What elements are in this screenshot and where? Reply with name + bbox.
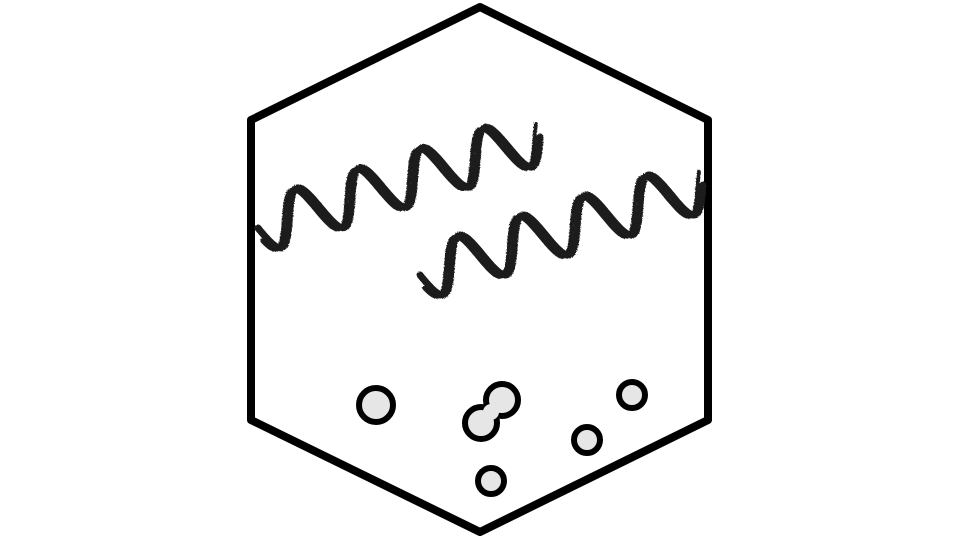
particle — [356, 385, 396, 425]
helix-backbone — [422, 170, 701, 299]
particle — [571, 424, 603, 456]
helix-group — [254, 122, 707, 299]
particle-doublet-join — [483, 404, 499, 420]
hexagon-outline — [247, 3, 712, 536]
helix-backbone — [260, 122, 538, 252]
helix-strand — [416, 171, 707, 299]
particle — [616, 379, 648, 411]
particle-group — [356, 379, 648, 497]
particle — [475, 465, 507, 497]
helix-strand — [254, 123, 544, 252]
